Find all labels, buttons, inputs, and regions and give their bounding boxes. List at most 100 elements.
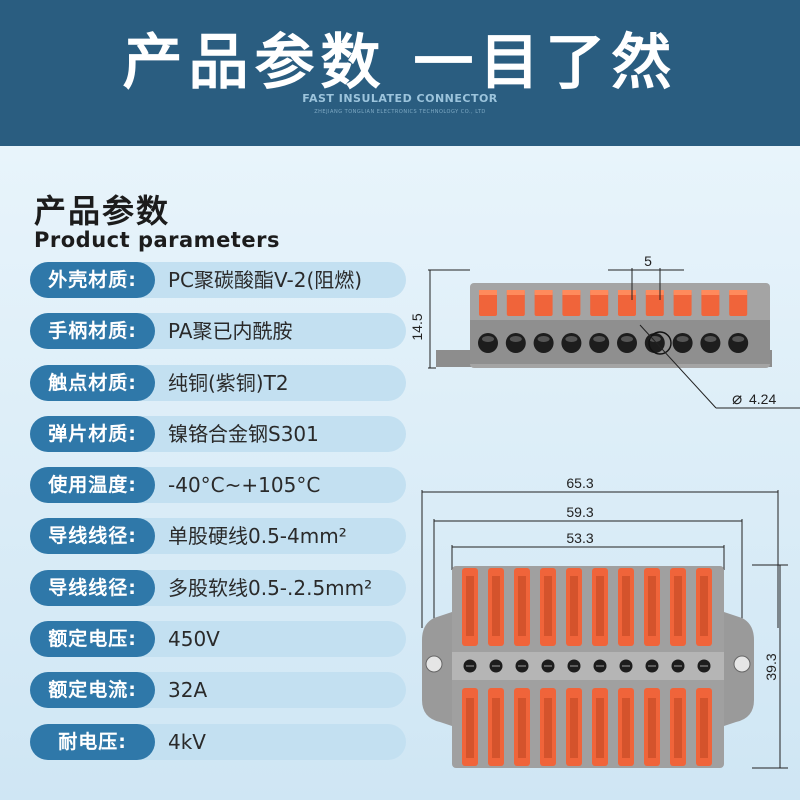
side-lever bbox=[590, 290, 609, 316]
param-label: 使用温度: bbox=[30, 467, 155, 504]
section-title: 产品参数 bbox=[34, 192, 171, 230]
top-lever-lower-groove bbox=[518, 698, 526, 758]
dimension-drawing: 5 14.5 ⌀ 4.24 65.3 59.3 53.3 39.3 bbox=[409, 253, 800, 769]
param-row-temperature: 使用温度: -40°C~+105°C bbox=[30, 467, 406, 504]
top-lever-upper-groove bbox=[622, 576, 630, 636]
wire-hole-highlight bbox=[482, 336, 494, 342]
wire-hole-highlight bbox=[621, 336, 633, 342]
top-lever-lower-groove bbox=[570, 698, 578, 758]
width-label: 39.3 bbox=[763, 653, 779, 680]
top-lever-lower-groove bbox=[622, 698, 630, 758]
header-banner: 产品参数 一目了然 FAST INSULATED CONNECTOR ZHEJI… bbox=[0, 0, 800, 146]
param-row-spring: 弹片材质: 镍铬合金钢S301 bbox=[30, 415, 406, 452]
param-value: PC聚碳酸酯V-2(阻燃) bbox=[168, 268, 363, 292]
side-lever-cap bbox=[590, 290, 609, 295]
side-lever bbox=[506, 290, 525, 316]
wire-hole-highlight bbox=[732, 336, 745, 342]
param-list: 外壳材质: PC聚碳酸酯V-2(阻燃) 手柄材质: PA聚已内酰胺 触点材质: 纯铜(… bbox=[30, 262, 406, 775]
top-lever-lower-groove bbox=[700, 698, 708, 758]
param-value: 4kV bbox=[168, 729, 206, 754]
side-holes bbox=[478, 333, 749, 353]
param-value: 450V bbox=[168, 627, 220, 652]
top-lever-lower-groove bbox=[648, 698, 656, 758]
pitch-label: 5 bbox=[644, 253, 652, 269]
side-flange-left bbox=[436, 350, 476, 367]
side-levers bbox=[479, 290, 748, 316]
param-row-housing: 外壳材质: PC聚碳酸酯V-2(阻燃) bbox=[30, 262, 406, 298]
overall-label: 65.3 bbox=[566, 475, 593, 491]
wire-hole-highlight bbox=[676, 336, 689, 342]
param-label: 导线线径: bbox=[30, 569, 155, 606]
param-row-handle: 手柄材质: PA聚已内酰胺 bbox=[30, 313, 406, 350]
top-lever-upper-groove bbox=[466, 576, 474, 636]
top-lever-upper-groove bbox=[570, 576, 578, 636]
top-lever-lower-groove bbox=[466, 698, 474, 758]
side-lever-cap bbox=[618, 290, 636, 295]
param-label: 导线线径: bbox=[30, 518, 155, 555]
param-row-voltage: 额定电压: 450V bbox=[30, 621, 406, 658]
hole-marker bbox=[648, 331, 672, 355]
side-view: 5 14.5 ⌀ 4.24 bbox=[409, 253, 800, 409]
param-label: 弹片材质: bbox=[30, 415, 155, 452]
mount-label: 59.3 bbox=[566, 504, 593, 520]
top-lever-lower-groove bbox=[544, 698, 552, 758]
top-lever-upper-groove bbox=[518, 576, 526, 636]
side-lever bbox=[701, 290, 720, 316]
wire-hole-highlight bbox=[704, 336, 717, 342]
param-value: PA聚已内酰胺 bbox=[168, 319, 293, 344]
hole-label: 4.24 bbox=[749, 391, 776, 407]
top-lever-upper-groove bbox=[492, 576, 500, 636]
mount-hole-right bbox=[733, 655, 751, 673]
param-row-stranded-wire: 导线线径:多股软线0.5-.2.5mm² bbox=[30, 569, 406, 606]
top-levers bbox=[462, 568, 712, 766]
side-lever bbox=[673, 290, 692, 316]
side-lever bbox=[562, 290, 581, 316]
top-screws bbox=[463, 659, 711, 673]
top-lever-lower-groove bbox=[674, 698, 682, 758]
wire-hole-highlight bbox=[593, 336, 606, 342]
param-label: 外壳材质: bbox=[30, 262, 155, 298]
param-row-withstand: 耐电压: 4kV bbox=[30, 723, 406, 760]
top-lever-upper-groove bbox=[596, 576, 604, 636]
hole-symbol: ⌀ bbox=[732, 389, 742, 408]
side-lever bbox=[729, 290, 748, 316]
wire-hole-highlight bbox=[565, 336, 578, 342]
side-lever-cap bbox=[645, 290, 664, 295]
section-subtitle: Product parameters bbox=[34, 228, 280, 252]
side-lever-cap bbox=[534, 290, 553, 295]
top-lever-lower-groove bbox=[492, 698, 500, 758]
banner-subtitle: FAST INSULATED CONNECTOR bbox=[302, 92, 498, 105]
top-lever-lower-groove bbox=[596, 698, 604, 758]
side-lever bbox=[479, 290, 497, 316]
param-value: 单股硬线0.5-4mm² bbox=[168, 524, 347, 549]
mount-hole-left bbox=[425, 655, 443, 673]
banner-title: 产品参数 一目了然 bbox=[122, 28, 678, 98]
top-lever-upper-groove bbox=[700, 576, 708, 636]
top-lever-upper-groove bbox=[648, 576, 656, 636]
param-label: 手柄材质: bbox=[30, 313, 155, 350]
param-row-solid-wire: 导线线径: 单股硬线0.5-4mm² bbox=[30, 518, 406, 555]
side-lever-cap bbox=[673, 290, 692, 295]
side-lever-cap bbox=[562, 290, 581, 295]
side-lever bbox=[534, 290, 553, 316]
param-label: 耐电压: bbox=[30, 723, 155, 760]
top-lever-upper-groove bbox=[674, 576, 682, 636]
param-value: 纯铜(紫铜)T2 bbox=[168, 370, 289, 395]
param-label: 额定电压: bbox=[30, 621, 155, 658]
param-label: 额定电流: bbox=[30, 672, 155, 709]
body-label: 53.3 bbox=[566, 530, 593, 546]
side-lever bbox=[645, 290, 664, 316]
height-label: 14.5 bbox=[409, 313, 425, 340]
param-value: 镍铬合金钢S301 bbox=[168, 421, 319, 446]
side-lever-cap bbox=[479, 290, 497, 295]
param-row-contact: 触点材质: 纯铜(紫铜)T2 bbox=[30, 364, 406, 401]
side-lever-cap bbox=[506, 290, 525, 295]
param-row-current: 额定电流: 32A bbox=[30, 672, 406, 709]
param-label: 触点材质: bbox=[30, 364, 155, 401]
side-lever-cap bbox=[701, 290, 720, 295]
banner-company: ZHEJIANG TONGLIAN ELECTRONICS TECHNOLOGY… bbox=[314, 109, 486, 115]
param-value: -40°C~+105°C bbox=[168, 473, 321, 498]
param-value: 32A bbox=[168, 678, 208, 703]
top-view: 65.3 59.3 53.3 39.3 bbox=[421, 475, 788, 769]
wire-hole-highlight bbox=[537, 336, 550, 342]
